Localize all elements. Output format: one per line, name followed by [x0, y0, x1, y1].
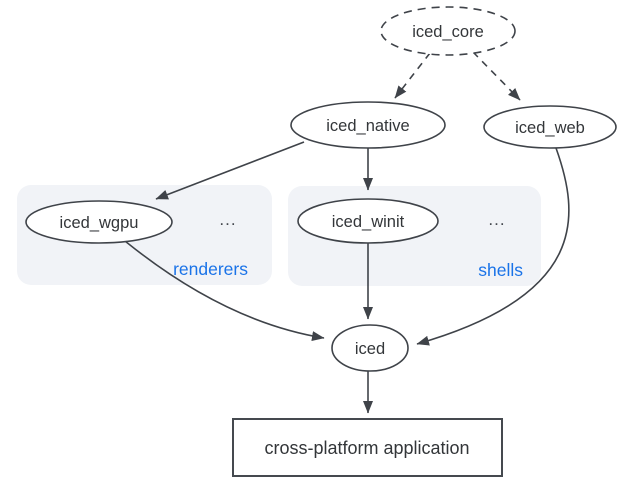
node-iced-wgpu-label: iced_wgpu: [60, 214, 139, 232]
shells-ellipsis: ...: [488, 210, 505, 229]
edge-iced_wgpu-iced: [124, 240, 325, 342]
node-iced-wgpu: [25, 200, 173, 244]
edge-iced_web-iced: [416, 147, 570, 346]
node-iced-winit-label: iced_winit: [332, 213, 405, 231]
node-iced-native: [290, 101, 446, 149]
node-iced: [331, 324, 409, 372]
node-iced-label: iced: [355, 340, 385, 358]
renderers-group-label: renderers: [173, 259, 248, 279]
edge-iced_core-iced_web: [472, 51, 521, 101]
node-iced-winit: [297, 198, 439, 244]
edge-iced_core-iced_native: [394, 52, 431, 99]
node-iced-web-label: iced_web: [515, 119, 585, 137]
node-iced-web: [483, 105, 617, 149]
node-iced-core-label: iced_core: [412, 23, 484, 41]
node-cross-platform-application: [232, 418, 503, 477]
node-iced-core: [380, 6, 516, 56]
node-iced-native-label: iced_native: [326, 117, 409, 135]
edge-iced_native-iced_wgpu: [155, 141, 305, 200]
node-cross-platform-application-label: cross-platform application: [264, 438, 469, 458]
shells-group-label: shells: [478, 260, 523, 280]
renderers-ellipsis: ...: [219, 210, 236, 229]
